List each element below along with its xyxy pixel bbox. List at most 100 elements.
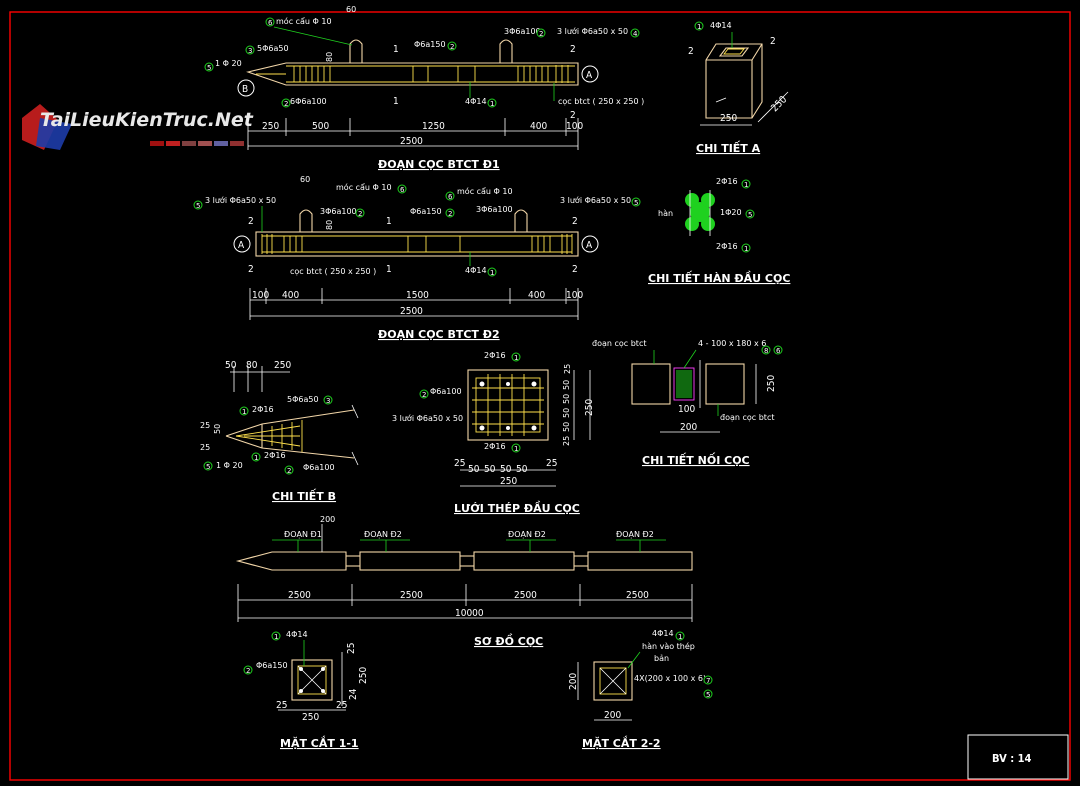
d1-top-dim: 60: [346, 5, 356, 14]
mesh-head-title: LƯỚI THÉP ĐẦU CỌC: [454, 501, 580, 515]
mesh-b-3: 50: [500, 464, 512, 475]
svg-text:1: 1: [514, 445, 518, 453]
d2-stirrup-right: 3Φ6a100: [476, 205, 513, 214]
svg-text:1: 1: [678, 633, 682, 641]
detail-b-l2: 5Φ6a50: [287, 395, 319, 404]
svg-text:5: 5: [196, 202, 200, 210]
d2-main-bar: 4Φ14: [465, 266, 487, 275]
sheet-number: BV : 14: [992, 752, 1031, 765]
d1-pile-tip-bar: 1 Φ 20: [215, 59, 242, 68]
detail-b-l3: 2Φ16: [264, 451, 286, 460]
svg-text:2: 2: [450, 43, 454, 51]
d1-dim-1: 500: [312, 121, 329, 132]
svg-text:4: 4: [633, 30, 638, 38]
d1-dim-0: 250: [262, 121, 279, 132]
d1-stirrup-end: 3Φ6a100: [504, 27, 541, 36]
scheme-seg-2: ĐOẠN Đ2: [508, 530, 546, 540]
scheme-seg-0: ĐOẠN Đ1: [284, 530, 322, 540]
svg-text:1: 1: [274, 633, 278, 641]
mesh-top: 2Φ16: [484, 351, 506, 360]
svg-text:1: 1: [490, 100, 494, 108]
d1-sec2-bot: 2: [570, 110, 576, 121]
weld-han: hàn: [658, 209, 673, 218]
section-2-2: 4Φ14 1 hàn vào thép bản 4X(200 x 100 x 6…: [568, 629, 713, 750]
d2-stirrup-left: 3Φ6a100: [320, 207, 357, 216]
mesh-right-total: 250: [584, 399, 595, 416]
d1-marker-a-text: A: [586, 70, 593, 81]
d1-dim-3: 400: [530, 121, 547, 132]
svg-text:3: 3: [326, 397, 330, 405]
detail-b-top-0: 50: [225, 360, 237, 371]
mesh-r-0: 25: [563, 364, 572, 374]
scheme-total: 10000: [455, 608, 484, 619]
mesh-r-5: 25: [562, 436, 571, 446]
detail-b-side-2: 25: [200, 443, 210, 452]
detail-b-l4: 1 Φ 20: [216, 461, 243, 470]
detail-weld: 2Φ16 1 hàn 1Φ20 5 2Φ16 1 CHI TIẾT HÀN ĐẦ…: [648, 177, 790, 285]
detail-a-sec-right: 2: [770, 36, 776, 47]
d1-stirrup-tip: 5Φ6a50: [257, 44, 289, 53]
sec22-l2: hàn vào thép: [642, 641, 695, 651]
svg-text:1: 1: [744, 245, 748, 253]
segment-d1-detail: 1 1 2 2 A B móc cẩu Φ 10 6 60 5Φ6a50 3 1…: [204, 5, 644, 171]
d1-total: 2500: [400, 136, 423, 147]
d2-marker-a-right: [581, 235, 599, 253]
d1-sec2-top: 2: [570, 44, 576, 55]
detail-b-side-1: 50: [213, 424, 222, 434]
svg-text:1: 1: [254, 454, 258, 462]
sec22-l1: 4Φ14: [652, 629, 674, 638]
scheme-dim-1: 2500: [400, 590, 423, 601]
sec11-l1: 4Φ14: [286, 630, 308, 639]
scheme-dim-3: 2500: [626, 590, 649, 601]
mesh-r-1: 50: [562, 380, 571, 390]
pile-splice: đoạn cọc btct 4 - 100 x 180 x 6 8 6 250 …: [592, 339, 783, 467]
d2-stirrup-mid: Φ6a150: [410, 207, 442, 216]
detail-a-label: 4Φ14: [710, 21, 732, 30]
svg-text:2: 2: [422, 391, 426, 399]
svg-text:6: 6: [448, 193, 453, 201]
d2-dim-3: 400: [528, 290, 545, 301]
d1-marker-b: [237, 79, 255, 97]
svg-text:2: 2: [448, 210, 452, 218]
detail-a-dim2: 250: [769, 94, 789, 114]
mesh-left: Φ6a100: [430, 387, 462, 396]
splice-dim-bot: 200: [680, 422, 697, 433]
svg-text:2: 2: [284, 100, 288, 108]
mesh-b-0: 25: [454, 458, 465, 469]
svg-text:1: 1: [490, 269, 494, 277]
scheme-dim-0: 2500: [288, 590, 311, 601]
svg-text:5: 5: [634, 199, 638, 207]
scheme-seg-1: ĐOẠN Đ2: [364, 530, 402, 540]
mesh-b-5: 25: [546, 458, 557, 469]
svg-text:2: 2: [539, 30, 543, 38]
svg-text:1: 1: [386, 264, 392, 275]
sec22-l3: 4X(200 x 100 x 6): [634, 674, 706, 683]
mesh-head: 2Φ16 1 Φ6a100 2 3 lưới Φ6a50 x 50 2Φ16 1…: [392, 351, 595, 515]
mesh-r-4: 50: [562, 422, 571, 432]
d2-dim-1: 400: [282, 290, 299, 301]
sec11-side-0: 25: [346, 643, 357, 654]
d1-dim-4: 100: [566, 121, 583, 132]
sec11-title: MẶT CẮT 1-1: [280, 735, 359, 750]
d1-sec1-bot: 1: [393, 96, 399, 107]
detail-a-title: CHI TIẾT A: [696, 140, 761, 155]
sec22-title: MẶT CẮT 2-2: [582, 735, 661, 750]
d1-stirrup-mid: Φ6a150: [414, 40, 446, 49]
scheme-dim-2: 2500: [514, 590, 537, 601]
d2-hook-left: móc cẩu Φ 10: [336, 182, 392, 192]
d2-mesh-left: 3 lưới Φ6a50 x 50: [205, 195, 276, 205]
detail-a-dim1: 250: [720, 113, 737, 124]
splice-pile-top: đoạn cọc btct: [592, 339, 646, 349]
d1-mesh: 3 lưới Φ6a50 x 50: [557, 26, 628, 36]
svg-text:2: 2: [358, 210, 362, 218]
weld-mid: 1Φ20: [720, 208, 742, 217]
mesh-b-4: 50: [516, 464, 528, 475]
sec11-l2: Φ6a150: [256, 661, 288, 670]
sheet-frame: [9, 11, 1071, 781]
d1-hook-label: móc cẩu Φ 10: [276, 16, 332, 26]
sec22-l2b: bản: [654, 653, 669, 663]
svg-text:1: 1: [386, 216, 392, 227]
d2-marker-a-left: [233, 235, 251, 253]
d2-total: 2500: [400, 306, 423, 317]
